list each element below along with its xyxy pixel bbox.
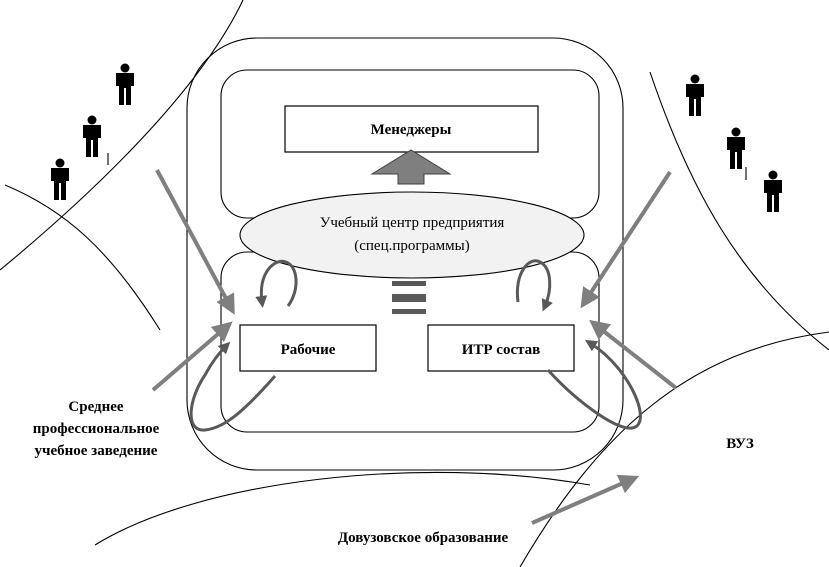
preuniversity-arrow — [531, 474, 640, 525]
enterprise-outer-box — [186, 37, 624, 471]
workers-cycle-arrow — [189, 341, 277, 432]
itr-label: ИТР состав — [462, 342, 541, 358]
person-icon — [51, 158, 69, 200]
secondary-school-label-1: Среднее — [68, 399, 124, 415]
promotion-arrow — [370, 149, 452, 185]
itr-cycle-arrow — [546, 339, 642, 430]
training-center-title: Учебный центр предприятия — [320, 215, 505, 231]
preuniversity-curve — [94, 471, 591, 546]
right-region-curve — [649, 71, 829, 351]
left-region-curve — [0, 0, 244, 271]
training-center-ellipse — [239, 191, 585, 279]
person-icon — [116, 63, 134, 105]
workers-loop-arrow — [255, 259, 298, 308]
right-lower-inflow-arrow — [589, 319, 678, 390]
itr-box — [427, 324, 575, 372]
university-label: ВУЗ — [726, 436, 754, 452]
person-icon — [727, 127, 745, 169]
equivalence-bars — [392, 281, 426, 314]
left-upper-inflow-arrow — [155, 169, 235, 315]
left-upper-curve — [4, 184, 161, 331]
managers-label: Менеджеры — [371, 122, 452, 138]
secondary-school-label-3: учебное заведение — [35, 443, 158, 459]
right-upper-inflow-arrow — [580, 170, 672, 309]
preuniversity-label: Довузовское образование — [338, 530, 509, 546]
training-center-subtitle: (спец.программы) — [354, 238, 470, 254]
itr-loop-arrow — [515, 259, 553, 312]
secondary-school-label-2: профессиональное — [33, 421, 160, 437]
person-icon — [686, 74, 704, 116]
workers-box — [239, 324, 377, 372]
person-icon — [764, 170, 782, 212]
workers-label: Рабочие — [281, 342, 336, 358]
person-icon — [83, 115, 101, 157]
left-lower-inflow-arrow — [151, 321, 233, 392]
